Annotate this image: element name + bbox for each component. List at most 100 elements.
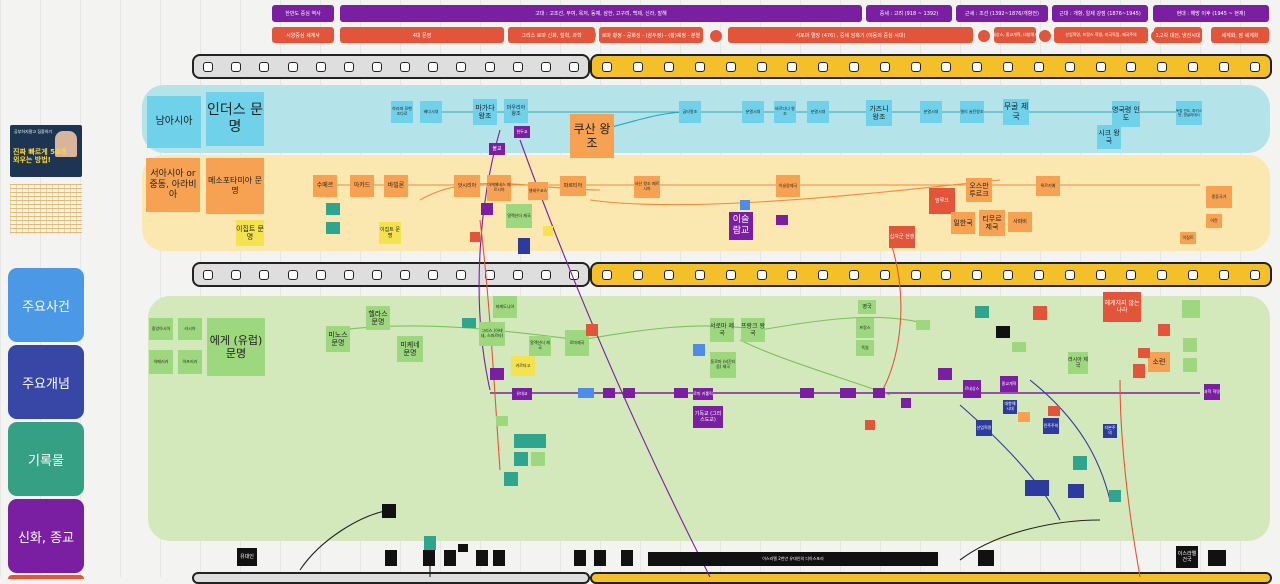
sticky-south-asia[interactable]: 남아시아	[147, 96, 201, 148]
note-babylon[interactable]: 바빌론	[384, 175, 408, 197]
tag-buddhism[interactable]: 불교	[489, 143, 505, 155]
note-timurid[interactable]: 티무르 제국	[979, 210, 1005, 236]
timeline-slot[interactable]	[287, 61, 298, 72]
timeline-slot[interactable]	[1249, 61, 1260, 72]
category-myth-religion[interactable]: 신화, 종교	[8, 499, 84, 573]
timeline-slot[interactable]	[568, 61, 579, 72]
sticky-west-asia[interactable]: 서아시아 or 중동, 아라비아	[146, 158, 200, 212]
timeline-slot[interactable]	[910, 61, 921, 72]
note-small[interactable]	[481, 203, 493, 215]
note-small[interactable]	[518, 238, 530, 254]
timeline-slot[interactable]	[343, 61, 354, 72]
note-ghazni[interactable]: 가즈니 왕조	[866, 100, 892, 126]
timeline-slot[interactable]	[512, 269, 523, 280]
note-small[interactable]	[1025, 480, 1049, 496]
timeline-slot[interactable]	[725, 269, 736, 280]
note-carthage[interactable]: 카르타고	[511, 356, 535, 376]
timeline-medieval[interactable]: 중세 : 고려 (918 ~ 1392)	[866, 5, 952, 22]
note-division-2[interactable]: 분열시대	[807, 101, 829, 123]
note-small[interactable]	[621, 550, 633, 566]
timeline-greek-roman[interactable]: 그리스 로마 신화, 철학, 과학	[508, 27, 595, 43]
timeline-slot[interactable]	[456, 269, 467, 280]
timeline-slot[interactable]	[400, 61, 411, 72]
note-unfinished-nation[interactable]: 헤게지지 않는 나라	[1103, 292, 1141, 322]
timeline-slot[interactable]	[231, 269, 242, 280]
timeline-slot[interactable]	[633, 269, 644, 280]
tag-christianity[interactable]: 기독교 (그리스도교)	[693, 406, 723, 428]
note-independent-india[interactable]: 독립 인도, 파키스탄, 방글라데시	[1176, 101, 1202, 125]
note-western-rome[interactable]: 서로마 제국	[710, 318, 734, 342]
note-alexander-empire[interactable]: 알렉산더 제국	[529, 336, 551, 356]
note-small[interactable]	[458, 544, 468, 552]
category-major-events[interactable]: 주요사건	[8, 268, 84, 342]
note-small[interactable]	[490, 368, 504, 380]
timeline-slot[interactable]	[428, 269, 439, 280]
timeline-contemporary[interactable]: 현대 : 해방 이후 (1945 ~ 현재)	[1153, 5, 1269, 22]
timeline-slot[interactable]	[848, 61, 859, 72]
note-vardhana[interactable]: 바르다나 왕조	[774, 101, 796, 123]
note-mughal[interactable]: 무굴 제국	[1003, 99, 1029, 125]
timeline-globalization[interactable]: 세계화, 팜 세계화	[1211, 27, 1269, 43]
note-small[interactable]	[1018, 412, 1030, 422]
timeline-slot[interactable]	[1157, 269, 1168, 280]
timeline-slot[interactable]	[484, 61, 495, 72]
note-russia-region[interactable]: 러시아	[178, 318, 202, 340]
note-small[interactable]	[326, 203, 340, 215]
note-small[interactable]	[1012, 342, 1026, 352]
note-small[interactable]	[594, 550, 606, 566]
note-parthia[interactable]: 파르티아	[560, 176, 586, 196]
timeline-slot[interactable]	[972, 61, 983, 72]
timeline-slot[interactable]	[1187, 61, 1198, 72]
note-small[interactable]	[975, 306, 989, 318]
timeline-slot[interactable]	[664, 269, 675, 280]
event-scientific-revolution[interactable]: 과학 혁명	[1204, 384, 1220, 400]
note-small[interactable]	[462, 318, 476, 328]
note-france[interactable]: 프랑스	[856, 318, 874, 338]
timeline-slot[interactable]	[484, 269, 495, 280]
sticky-aegean[interactable]: 에게 (유럽) 문명	[207, 318, 265, 376]
note-small[interactable]	[1073, 456, 1087, 470]
note-small[interactable]	[424, 536, 436, 550]
note-kushan[interactable]: 쿠산 왕조	[570, 114, 614, 158]
note-jews[interactable]: 유대인	[237, 548, 257, 566]
timeline-slot[interactable]	[400, 269, 411, 280]
timeline-slot[interactable]	[512, 61, 523, 72]
note-iran[interactable]: 이란	[1206, 214, 1222, 228]
timeline-slot[interactable]	[428, 61, 439, 72]
note-germany[interactable]: 독일	[856, 340, 874, 356]
note-small[interactable]	[1138, 348, 1150, 358]
timeline-western-header[interactable]: 서양중심 세계사	[272, 27, 334, 43]
note-small[interactable]	[385, 550, 397, 566]
note-maurya[interactable]: 마우리아 왕조	[504, 99, 528, 123]
timeline-slot[interactable]	[371, 269, 382, 280]
timeline-slot[interactable]	[287, 269, 298, 280]
note-vedic[interactable]: 베다시대	[420, 101, 442, 123]
timeline-slot[interactable]	[787, 61, 798, 72]
note-small[interactable]	[840, 388, 856, 398]
note-roman-empire[interactable]: 로마제국	[565, 330, 589, 356]
timeline-slot[interactable]	[818, 61, 829, 72]
timeline-slot[interactable]	[633, 61, 644, 72]
note-egypt-modern[interactable]: 이집트	[1180, 232, 1196, 244]
note-small[interactable]	[693, 344, 705, 356]
note-central-asia[interactable]: 중앙아시아	[149, 318, 173, 340]
note-israel[interactable]: 이스라엘 건국	[1176, 546, 1198, 568]
timeline-slot[interactable]	[1064, 269, 1075, 280]
timeline-slot[interactable]	[1033, 269, 1044, 280]
timeline-slot[interactable]	[1126, 61, 1137, 72]
note-africa[interactable]: 아프리카	[178, 350, 202, 374]
event-catholic[interactable]: 로마 카톨릭	[693, 388, 713, 400]
timeline-slot[interactable]	[456, 61, 467, 72]
timeline-slot[interactable]	[1003, 269, 1014, 280]
note-ilkhanate[interactable]: 일한국	[951, 212, 975, 234]
timeline-slot[interactable]	[879, 269, 890, 280]
timeline-early-modern[interactable]: 근세 : 조선 (1392~1876/개항전)	[956, 5, 1048, 22]
timeline-slot[interactable]	[1095, 269, 1106, 280]
note-small[interactable]	[1208, 550, 1226, 566]
timeline-slot[interactable]	[315, 269, 326, 280]
note-macedonia[interactable]: 마케도니아	[493, 296, 517, 318]
timeline-four-civilizations[interactable]: 4대 문명	[340, 27, 504, 43]
note-russian-empire[interactable]: 러시아 제국	[1068, 352, 1088, 374]
note-small[interactable]	[382, 504, 396, 518]
timeline-slot[interactable]	[941, 61, 952, 72]
